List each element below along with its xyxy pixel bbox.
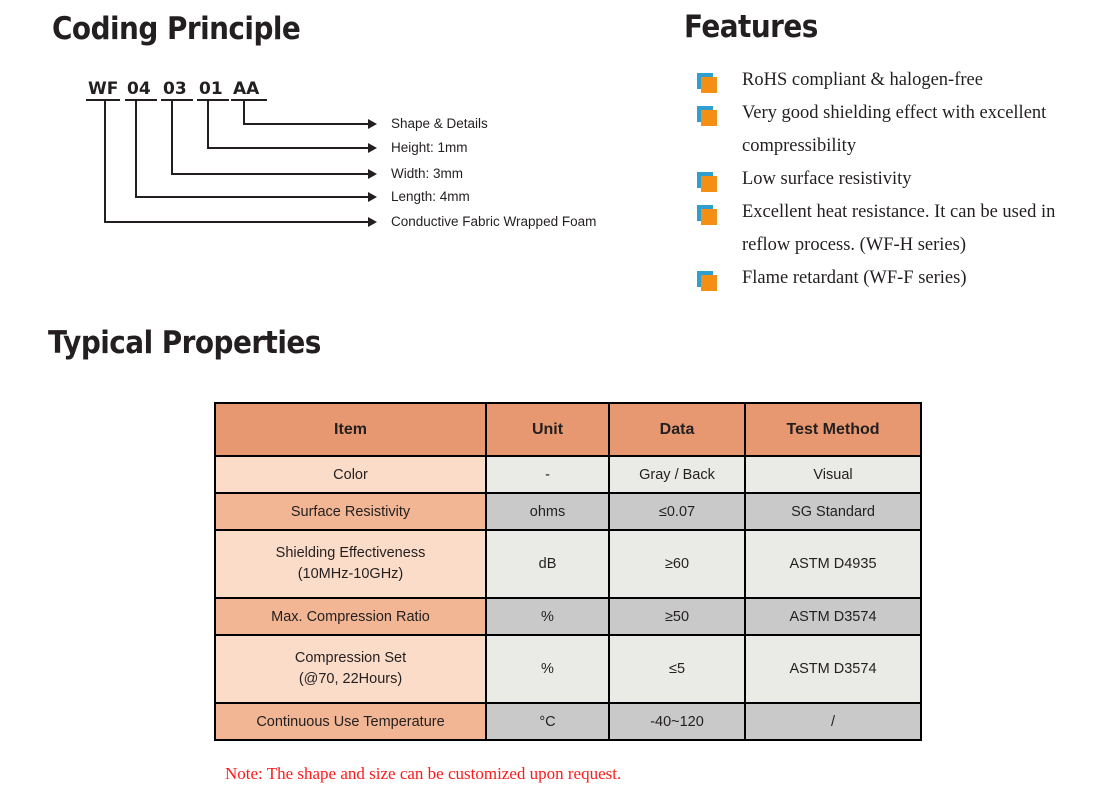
code-segment-length: 04 (127, 79, 151, 99)
table-row: Color - Gray / Back Visual (214, 455, 922, 494)
code-underline-height (197, 99, 229, 101)
code-underline-wf (86, 99, 120, 101)
list-item: Excellent heat resistance. It can be use… (696, 202, 1108, 262)
leader-label-shape: Shape & Details (391, 116, 488, 131)
code-segment-wf: WF (88, 79, 119, 99)
page-title-features: Features (684, 9, 818, 45)
cell-data: ≥50 (608, 597, 746, 636)
leader-vertical-material (104, 99, 106, 223)
cell-item: Continuous Use Temperature (214, 702, 487, 741)
leader-horizontal-material (104, 221, 370, 223)
cell-unit: dB (485, 529, 610, 599)
leader-horizontal-height (207, 147, 370, 149)
cell-item-line2: (10MHz-10GHz) (297, 566, 404, 582)
cell-data: ≤5 (608, 634, 746, 704)
cell-test-method: ASTM D4935 (744, 529, 922, 599)
code-underline-length (125, 99, 157, 101)
column-header-item: Item (214, 402, 487, 457)
code-segment-width: 03 (163, 79, 187, 99)
leader-label-material: Conductive Fabric Wrapped Foam (391, 214, 597, 229)
code-segment-height: 01 (199, 79, 223, 99)
typical-properties-table: Item Unit Data Test Method Color - Gray … (214, 402, 922, 741)
list-item: RoHS compliant & halogen-free (696, 70, 1108, 97)
cell-item: Surface Resistivity (214, 492, 487, 531)
cell-item: Color (214, 455, 487, 494)
column-header-unit: Unit (485, 402, 610, 457)
leader-vertical-shape (243, 99, 245, 125)
table-row: Continuous Use Temperature °C -40~120 / (214, 702, 922, 741)
feature-text: Low surface resistivity (742, 169, 912, 189)
leader-label-width: Width: 3mm (391, 166, 464, 181)
square-bullet-icon (696, 202, 742, 226)
leader-vertical-width (171, 99, 173, 175)
leader-horizontal-width (171, 173, 370, 175)
cell-unit: % (485, 634, 610, 704)
cell-unit: °C (485, 702, 610, 741)
square-bullet-icon (696, 103, 742, 127)
cell-test-method: SG Standard (744, 492, 922, 531)
cell-item-line1: Compression Set (294, 650, 407, 666)
cell-unit: - (485, 455, 610, 494)
cell-item-line2: (@70, 22Hours) (298, 671, 403, 687)
table-note: Note: The shape and size can be customiz… (225, 764, 622, 783)
cell-test-method: / (744, 702, 922, 741)
table-row: Shielding Effectiveness (10MHz-10GHz) dB… (214, 529, 922, 599)
feature-text: Very good shielding effect with excellen… (742, 103, 1047, 156)
table-header-row: Item Unit Data Test Method (214, 402, 922, 457)
code-underline-width (161, 99, 193, 101)
features-list: RoHS compliant & halogen-free Very good … (696, 70, 1108, 301)
code-underline-shape (231, 99, 267, 101)
cell-unit: ohms (485, 492, 610, 531)
cell-test-method: ASTM D3574 (744, 597, 922, 636)
list-item: Flame retardant (WF-F series) (696, 268, 1108, 295)
table-row: Surface Resistivity ohms ≤0.07 SG Standa… (214, 492, 922, 531)
code-segment-shape: AA (233, 79, 260, 99)
leader-vertical-length (135, 99, 137, 198)
coding-principle-diagram: WF 04 03 01 AA Shape & Details Height: 1… (0, 0, 680, 250)
leader-label-length: Length: 4mm (391, 189, 470, 204)
leader-vertical-height (207, 99, 209, 149)
page-title-coding-principle: Coding Principle (52, 11, 301, 47)
square-bullet-icon (696, 70, 742, 94)
cell-data: Gray / Back (608, 455, 746, 494)
column-header-data: Data (608, 402, 746, 457)
cell-item: Max. Compression Ratio (214, 597, 487, 636)
cell-test-method: Visual (744, 455, 922, 494)
cell-item: Compression Set (@70, 22Hours) (214, 634, 487, 704)
cell-item: Shielding Effectiveness (10MHz-10GHz) (214, 529, 487, 599)
leader-horizontal-length (135, 196, 370, 198)
cell-data: ≥60 (608, 529, 746, 599)
cell-test-method: ASTM D3574 (744, 634, 922, 704)
cell-item-line1: Shielding Effectiveness (275, 545, 426, 561)
column-header-test-method: Test Method (744, 402, 922, 457)
leader-arrow-height (368, 143, 377, 153)
leader-arrow-material (368, 217, 377, 227)
table-row: Max. Compression Ratio % ≥50 ASTM D3574 (214, 597, 922, 636)
leader-arrow-length (368, 192, 377, 202)
cell-data: -40~120 (608, 702, 746, 741)
square-bullet-icon (696, 268, 742, 292)
leader-arrow-shape (368, 119, 377, 129)
feature-text: RoHS compliant & halogen-free (742, 70, 983, 90)
cell-data: ≤0.07 (608, 492, 746, 531)
leader-arrow-width (368, 169, 377, 179)
leader-label-height: Height: 1mm (391, 140, 468, 155)
feature-text: Flame retardant (WF-F series) (742, 268, 967, 288)
table-row: Compression Set (@70, 22Hours) % ≤5 ASTM… (214, 634, 922, 704)
feature-text: Excellent heat resistance. It can be use… (742, 202, 1056, 255)
page-title-typical-properties: Typical Properties (48, 325, 321, 361)
square-bullet-icon (696, 169, 742, 193)
list-item: Very good shielding effect with excellen… (696, 103, 1108, 163)
leader-horizontal-shape (243, 123, 370, 125)
list-item: Low surface resistivity (696, 169, 1108, 196)
cell-unit: % (485, 597, 610, 636)
